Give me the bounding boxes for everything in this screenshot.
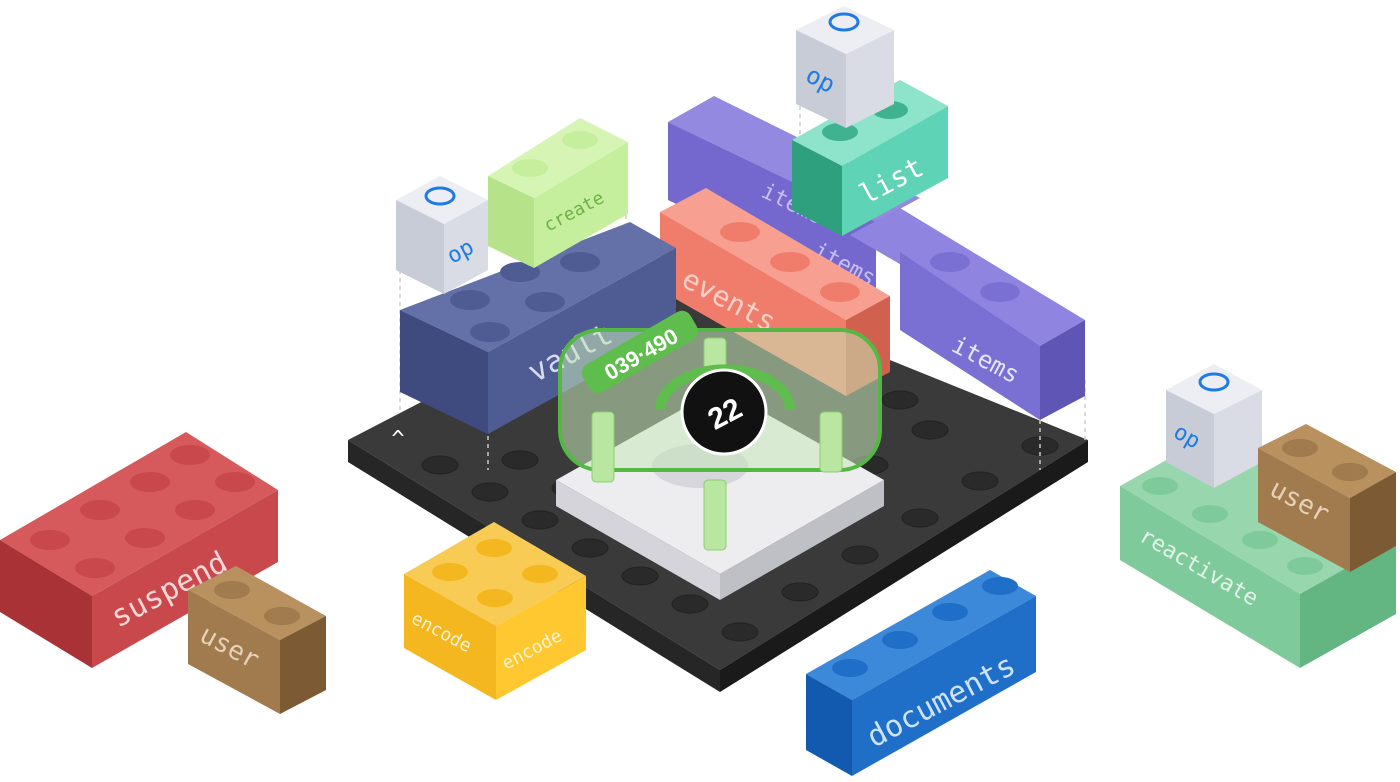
op-left-ring-icon [424,186,456,206]
brick-suspend: suspend [0,432,278,668]
brick-op-top: op [796,6,894,128]
brick-op-left: op [396,176,488,294]
brick-items-right: items items [809,208,1085,420]
reader-device: 22 039·490 [556,310,884,600]
op-top-ring-icon [828,12,860,32]
brick-list: list [792,80,948,236]
brick-user-left: user [188,566,326,714]
op-right-ring-icon [1198,372,1230,392]
brick-op-right: op [1166,364,1262,488]
brick-user-right: user [1258,424,1396,572]
chevron-up-icon: ^ [391,427,404,452]
brick-create: create [488,118,628,268]
brick-encode: encode encode [404,522,586,700]
